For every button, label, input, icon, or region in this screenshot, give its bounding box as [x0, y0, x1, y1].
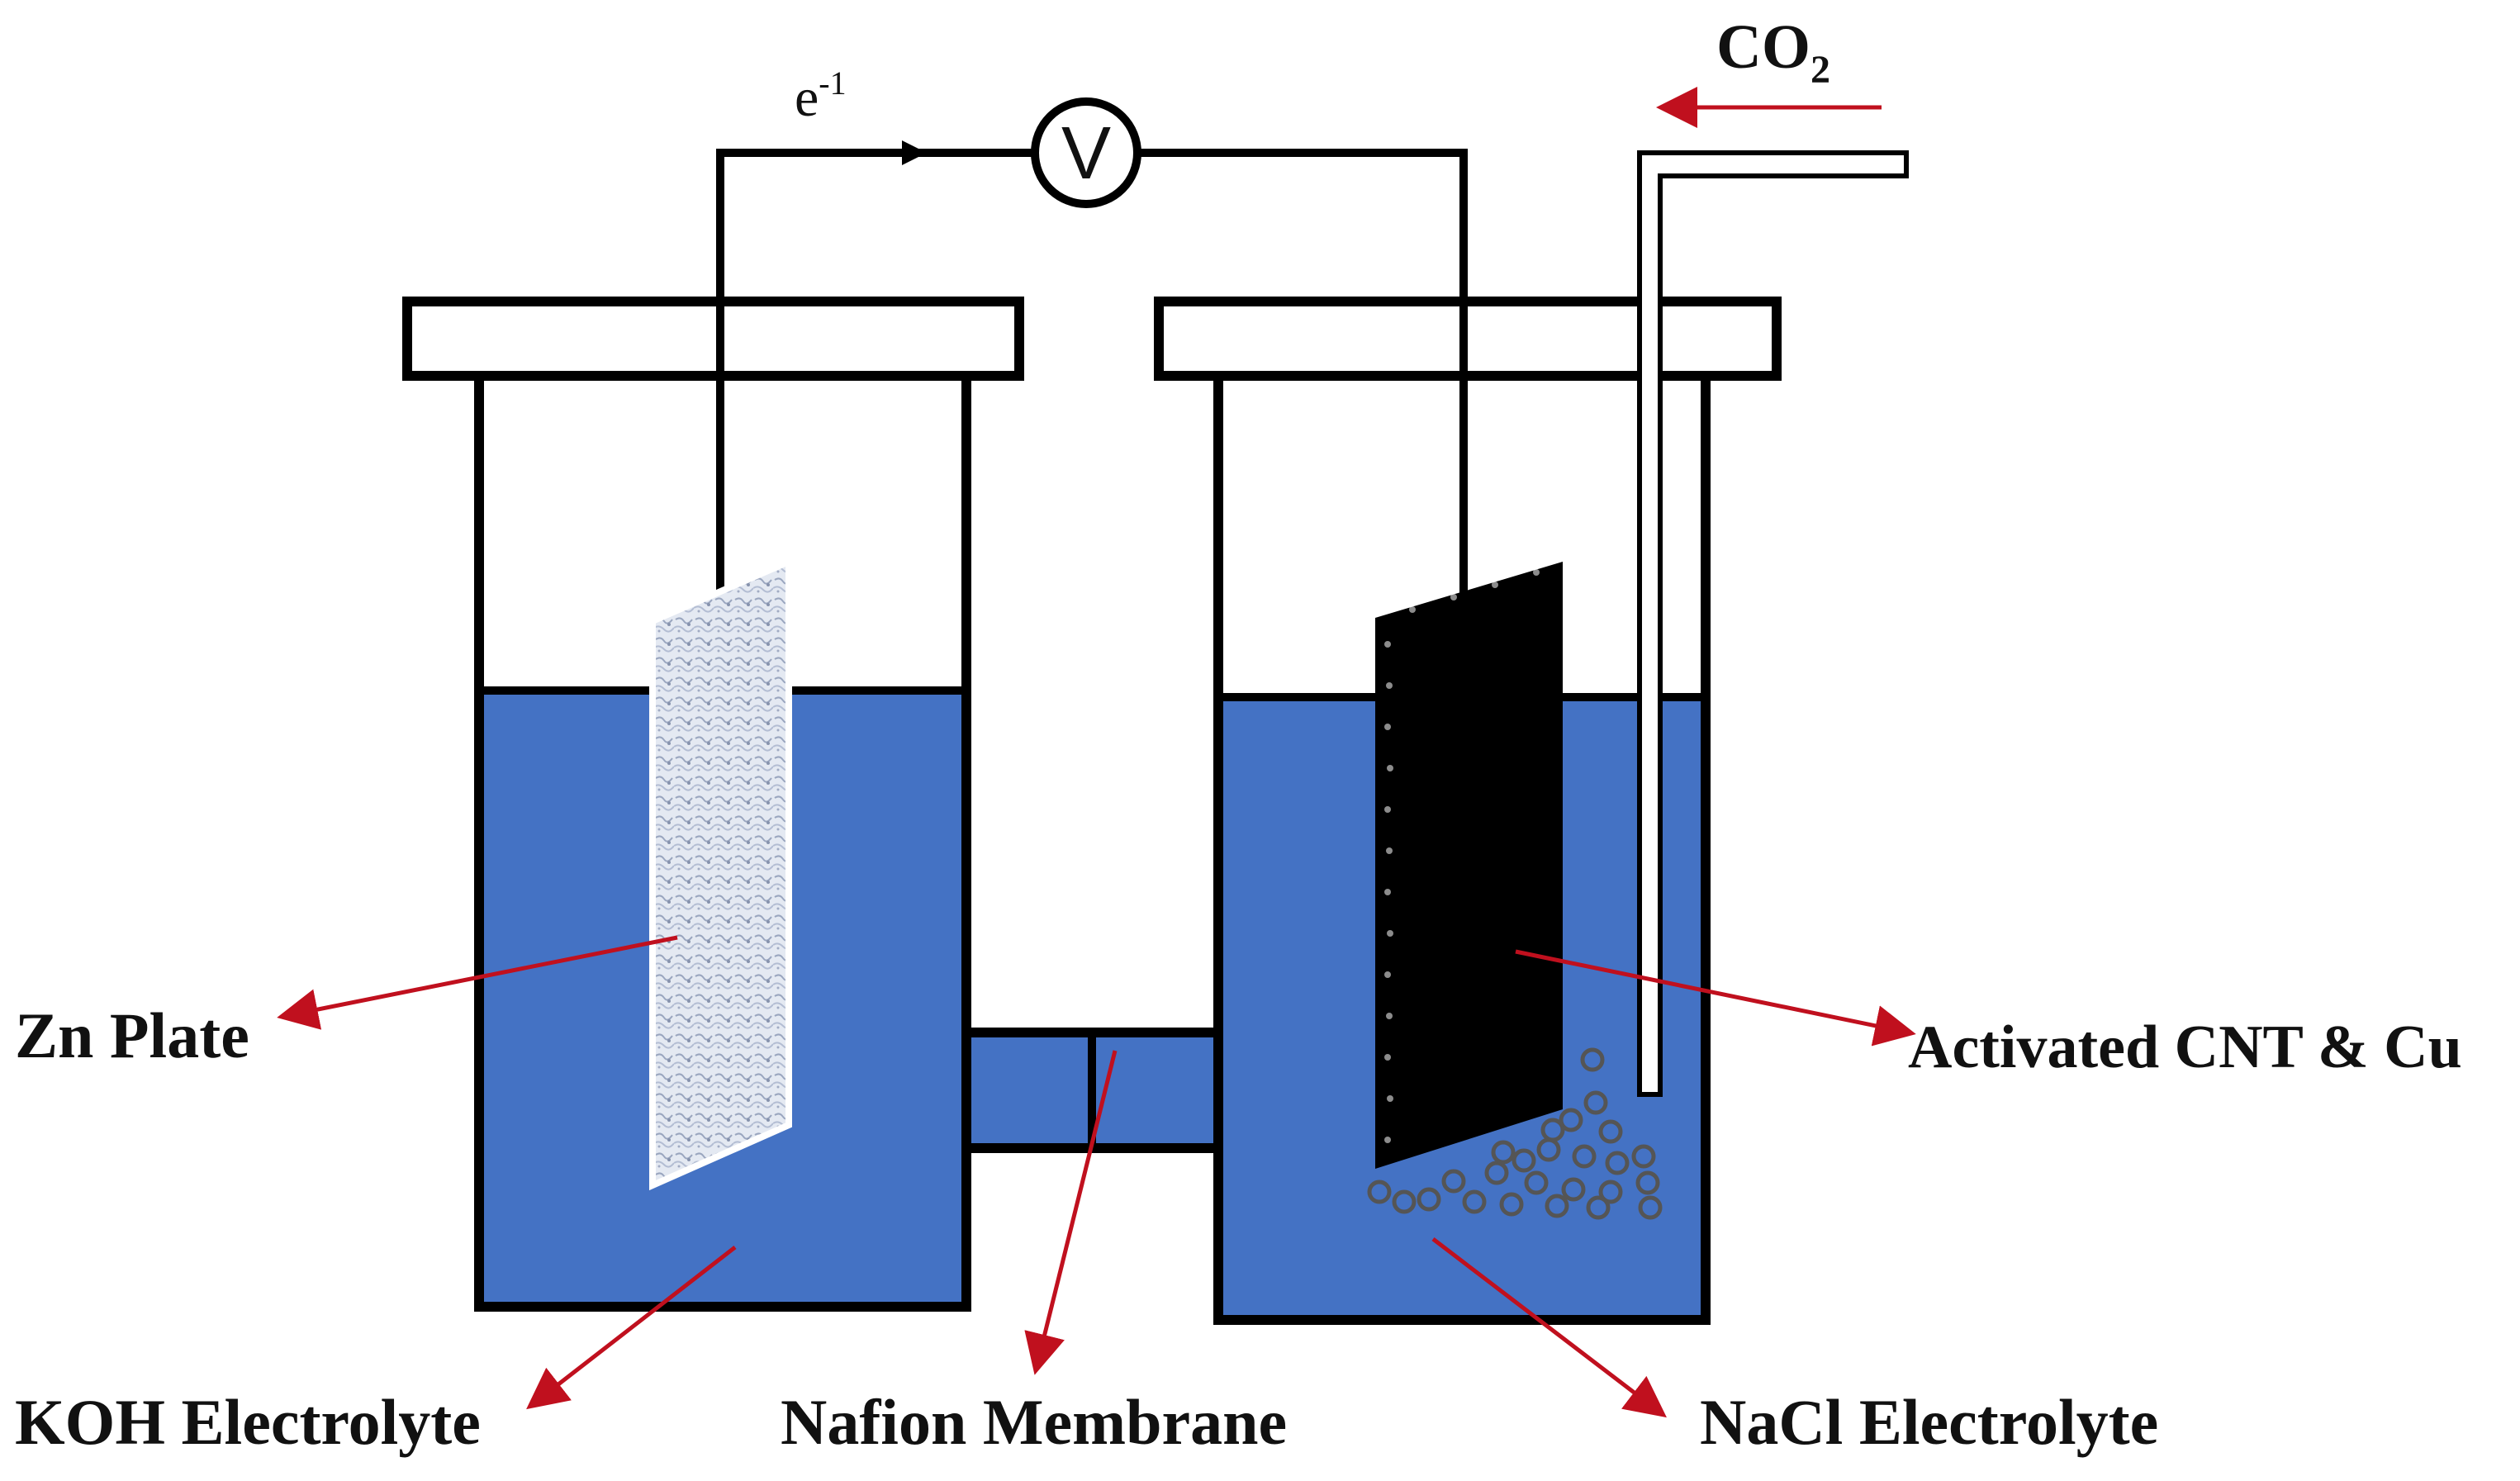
nafion-arrow	[1024, 1050, 1118, 1375]
annotation-arrows	[277, 87, 1916, 1418]
circuit-wire-right	[1140, 149, 1468, 595]
voltmeter: V	[1031, 97, 1141, 208]
zn-plate	[649, 556, 792, 1191]
cnt-cu-electrode	[1375, 562, 1563, 1169]
voltmeter-label: V	[1061, 112, 1111, 195]
left-cell-lid	[402, 297, 1024, 381]
zn-plate-arrow	[277, 935, 678, 1030]
koh-electrolyte-label: KOH Electrolyte	[15, 1386, 481, 1458]
nafion-membrane-label: Nafion Membrane	[781, 1386, 1287, 1458]
electron-flow-arrowhead	[902, 140, 927, 165]
koh-arrow	[526, 1246, 737, 1410]
cathode-edge-dots	[1384, 569, 1540, 1143]
co2-bubbles	[1367, 1047, 1663, 1220]
zn-plate-label: Zn Plate	[15, 999, 249, 1071]
cathode-arrow	[1515, 949, 1916, 1047]
nacl-arrow	[1431, 1237, 1667, 1418]
left-cell-container	[474, 376, 971, 1312]
co2-label: CO2	[1716, 12, 1830, 92]
cathode-label: Activated CNT & Cu	[1908, 1013, 2462, 1081]
nacl-electrolyte-label: NaCl Electrolyte	[1700, 1386, 2158, 1458]
co2-inlet-tube	[1637, 150, 1909, 1097]
right-cell-container	[1213, 376, 1711, 1325]
circuit-wire-left	[716, 149, 1032, 605]
electron-label: e-1	[795, 64, 847, 128]
